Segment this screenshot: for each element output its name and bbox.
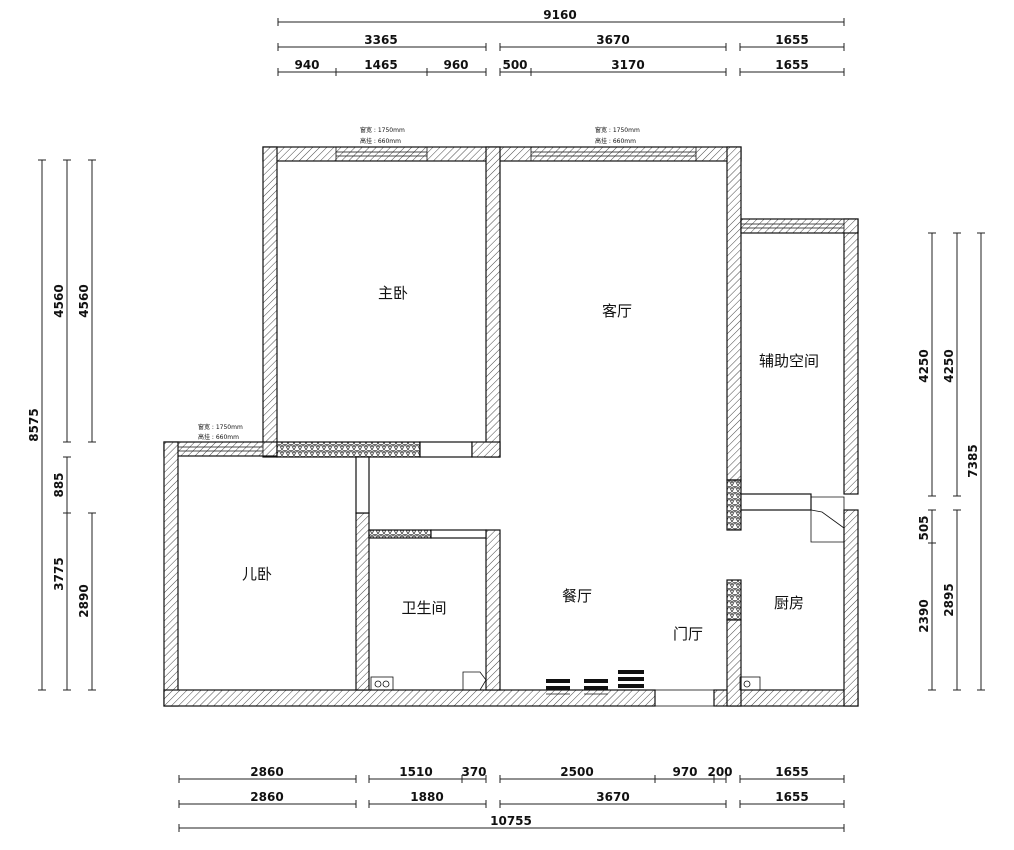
flue-icon [810,496,845,543]
room-label-master-bedroom: 主卧 [378,284,408,302]
dim-left-overall: 8575 [27,408,41,441]
dim-top-overall: 9160 [543,8,576,22]
dim-left-col3-1: 4560 [77,284,91,317]
kitchen-drain-icon [739,676,761,691]
windows [177,146,845,457]
room-label-living-room: 客厅 [602,302,632,320]
shower-icon [462,671,487,691]
dim-right-col1-3: 2390 [917,599,931,632]
dim-top-row2-2: 3670 [596,33,629,47]
dim-right-col2-1: 4250 [942,349,956,382]
dim-bottom-row1-6: 200 [707,765,732,779]
dim-bottom-row1-1: 2860 [250,765,283,779]
window-width-label-2: 窗宽 : 1750mm [595,126,640,134]
window-width-label-3: 窗宽 : 1750mm [198,423,243,431]
left-dimensions: 8575 4560 885 3775 4560 2890 [27,284,91,617]
window-sill-label-1: 高挂 : 660mm [360,137,401,145]
room-label-foyer: 门厅 [673,625,703,643]
window-sill-label-3: 高挂 : 660mm [198,433,239,441]
dim-left-col2-3: 3775 [52,557,66,590]
top-dimensions: 9160 3365 3670 1655 940 1465 960 500 317… [294,8,808,72]
room-labels: 主卧 客厅 辅助空间 儿卧 卫生间 餐厅 门厅 厨房 [242,284,819,643]
window-sill-label-2: 高挂 : 660mm [595,137,636,145]
dim-bottom-row2-1: 2860 [250,790,283,804]
dim-bottom-row1-3: 370 [461,765,486,779]
dim-bottom-row1-4: 2500 [560,765,593,779]
dim-top-row3-3: 960 [443,58,468,72]
dim-right-col1-2: 505 [917,515,931,540]
dim-bottom-row1-5: 970 [672,765,697,779]
dim-top-row3-2: 1465 [364,58,397,72]
fixtures [370,496,845,695]
right-dimensions: 4250 505 2390 4250 2895 7385 [917,349,980,632]
dim-top-row3-1: 940 [294,58,319,72]
dim-right-col2-2: 2895 [942,583,956,616]
dim-top-row3-5: 3170 [611,58,644,72]
dim-bottom-row1-7: 1655 [775,765,808,779]
dim-right-overall: 7385 [966,444,980,477]
dim-top-row3-4: 500 [502,58,527,72]
shoe-rack-icon [546,670,644,695]
dim-top-row2-1: 3365 [364,33,397,47]
dim-bottom-row2-3: 3670 [596,790,629,804]
dim-bottom-row1-2: 1510 [399,765,432,779]
dim-top-row3-6: 1655 [775,58,808,72]
dim-left-col2-1: 4560 [52,284,66,317]
dim-left-col3-2: 2890 [77,584,91,617]
room-label-bathroom: 卫生间 [401,599,446,617]
dim-bottom-row2-4: 1655 [775,790,808,804]
room-label-auxiliary-space: 辅助空间 [759,352,819,370]
window-labels: 窗宽 : 1750mm 高挂 : 660mm 窗宽 : 1750mm 高挂 : … [198,126,640,441]
dim-bottom-row2-2: 1880 [410,790,443,804]
dim-right-col1-1: 4250 [917,349,931,382]
dim-bottom-overall: 10755 [490,814,532,828]
dim-left-col2-2: 885 [52,472,66,497]
dimension-lines [38,18,985,832]
bottom-dimensions: 2860 1510 370 2500 970 200 1655 2860 188… [250,765,808,828]
window-width-label-1: 窗宽 : 1750mm [360,126,405,134]
room-label-kids-bedroom: 儿卧 [242,565,272,583]
walls [163,146,859,707]
room-label-kitchen: 厨房 [774,594,804,612]
floor-drain-icon [370,676,394,691]
room-label-dining-room: 餐厅 [562,587,592,605]
dim-top-row2-3: 1655 [775,33,808,47]
